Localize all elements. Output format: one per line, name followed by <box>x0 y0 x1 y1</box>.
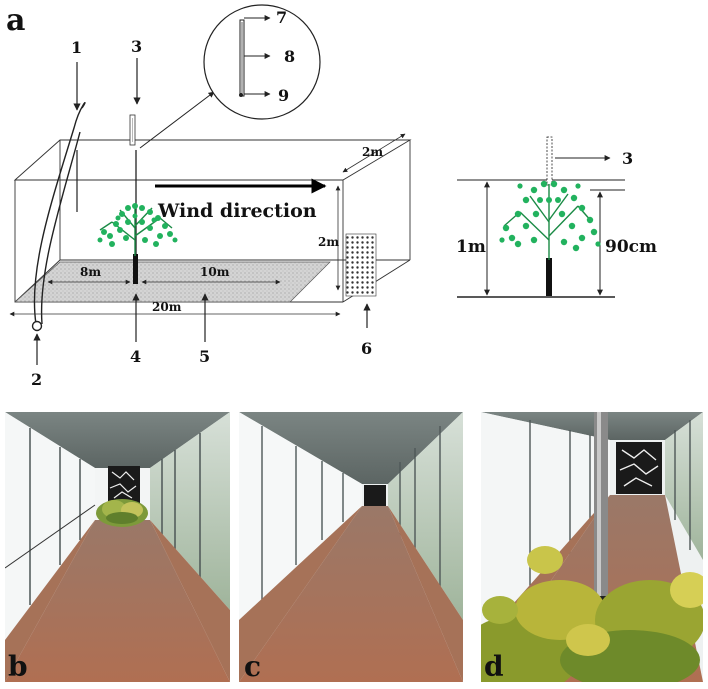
callout-1: 1 <box>71 38 82 57</box>
tree-photo-d <box>481 546 703 682</box>
inflow-duct <box>31 102 86 332</box>
wind-direction-label: Wind direction <box>157 200 317 222</box>
panel-d-photo: d <box>481 412 703 683</box>
callout-8: 8 <box>284 47 295 66</box>
panel-a-schematic: a <box>6 3 657 389</box>
tree-photo-b <box>96 499 148 527</box>
dim-width-2m: 2m <box>362 145 383 159</box>
callout-9: 9 <box>278 86 289 105</box>
anemometer-pole <box>129 114 137 256</box>
callout-5: 5 <box>199 347 210 366</box>
panel-letter-a: a <box>6 3 25 38</box>
callout-4: 4 <box>130 347 141 366</box>
panel-c-photo: c <box>239 412 463 683</box>
dim-20m: 20m <box>152 300 182 314</box>
side-callout-3: 3 <box>622 149 633 168</box>
dim-90cm: 90cm <box>605 237 657 257</box>
callout-7: 7 <box>276 8 287 27</box>
callout-2: 2 <box>31 370 42 389</box>
callout-6: 6 <box>361 339 372 358</box>
callout-3: 3 <box>131 37 142 56</box>
dim-10m: 10m <box>200 265 230 279</box>
dimension-lines <box>9 133 406 317</box>
side-view: 3 1m 90cm <box>456 136 657 298</box>
panel-letter-c: c <box>244 650 261 683</box>
outlet-mesh-panel <box>345 233 377 297</box>
dim-height-2m: 2m <box>318 235 339 249</box>
panel-b-photo: b <box>5 412 230 683</box>
dim-8m: 8m <box>80 265 101 279</box>
panel-letter-b: b <box>8 650 28 683</box>
tree-model-a <box>97 203 178 284</box>
dim-1m: 1m <box>456 237 486 257</box>
zoom-inset: 7 8 9 <box>139 4 321 149</box>
panel-letter-d: d <box>484 650 504 683</box>
